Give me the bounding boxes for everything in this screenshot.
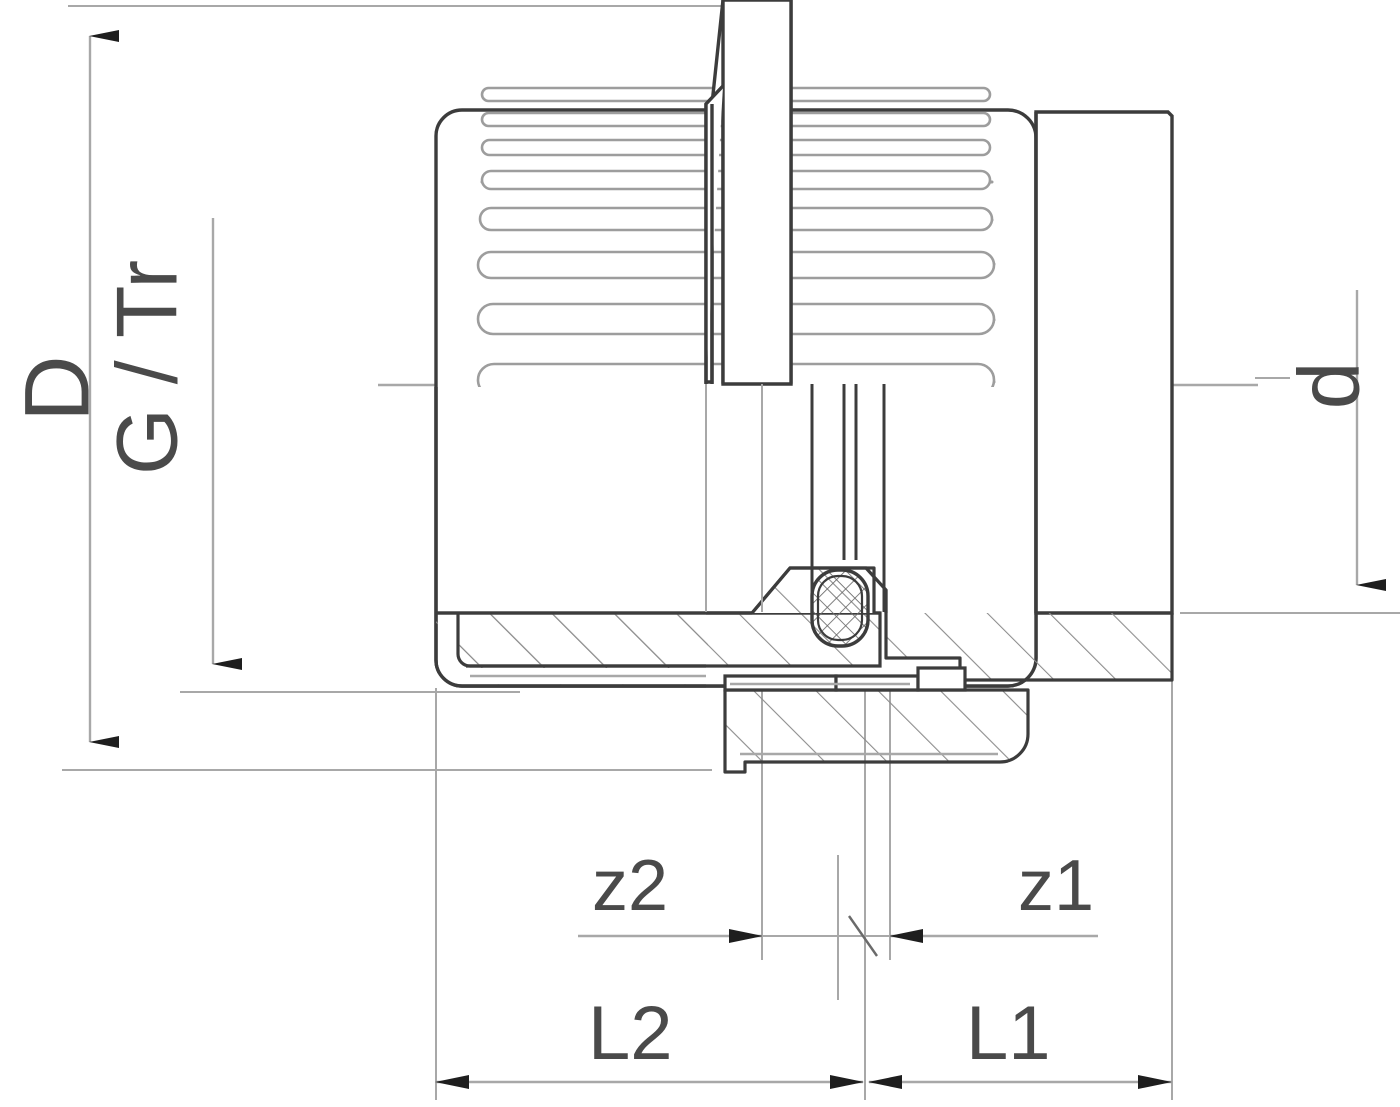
dimension-label-L2: L2 bbox=[588, 991, 673, 1076]
projection-lines bbox=[62, 5, 1400, 1100]
central-neck-outline2 bbox=[704, 0, 793, 386]
section-lower-flange-thin bbox=[730, 682, 998, 756]
internal-bore-lines bbox=[810, 384, 886, 612]
internal-bore-lines-thin bbox=[705, 384, 763, 612]
dimension-label-d: d bbox=[1281, 361, 1378, 410]
dimension-z-row bbox=[578, 915, 1098, 957]
dimension-label-z2: z2 bbox=[592, 846, 669, 926]
dimension-label-z1: z1 bbox=[1018, 846, 1095, 926]
dimension-label-L1: L1 bbox=[966, 991, 1051, 1076]
section-lower-flange bbox=[723, 688, 1030, 774]
dimension-label-G-Tr: G / Tr bbox=[99, 260, 196, 475]
section-left-sleeve bbox=[436, 611, 882, 668]
right-socket-body bbox=[1034, 110, 1174, 615]
dimension-label-D: D bbox=[6, 355, 109, 422]
section-lower-flange-step bbox=[723, 666, 967, 692]
o-ring-seal bbox=[810, 568, 870, 648]
